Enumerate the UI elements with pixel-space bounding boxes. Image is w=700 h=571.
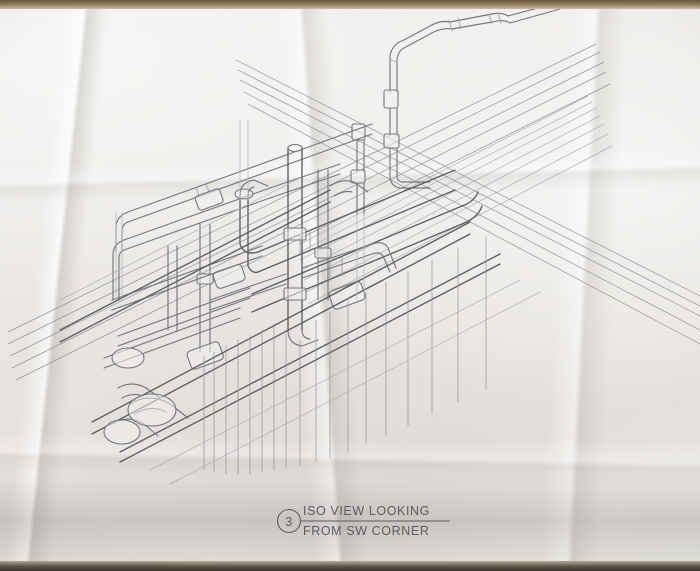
valve-body-2: [328, 278, 366, 310]
upper-left-header: [115, 123, 373, 253]
title-block: 3 ISO VIEW LOOKING FROM SW CORNER: [276, 504, 450, 538]
sheet-bottom-edge: [0, 561, 700, 571]
cluster-elbows: [239, 179, 369, 347]
structure-verticals: [115, 119, 365, 301]
rack-lines-long-diagonals: [7, 43, 611, 381]
lower-left-elbows: [103, 347, 189, 445]
top-pipe-run: [389, 8, 561, 93]
floor-grade-lines: [59, 177, 541, 485]
title-line-2: FROM SW CORNER: [303, 524, 429, 538]
valve-body-1: [212, 262, 246, 289]
upper-riser-support: [350, 89, 431, 215]
sheet-top-edge: [0, 0, 700, 9]
valve-body-4: [194, 188, 224, 211]
hanger-drops: [203, 235, 487, 475]
title-line-1: ISO VIEW LOOKING: [303, 504, 430, 518]
detail-number: 3: [285, 515, 293, 529]
large-bore-header-a: [234, 169, 456, 274]
rack-lines-upper-right-2: [235, 59, 700, 345]
center-riser-cluster: [167, 143, 397, 370]
